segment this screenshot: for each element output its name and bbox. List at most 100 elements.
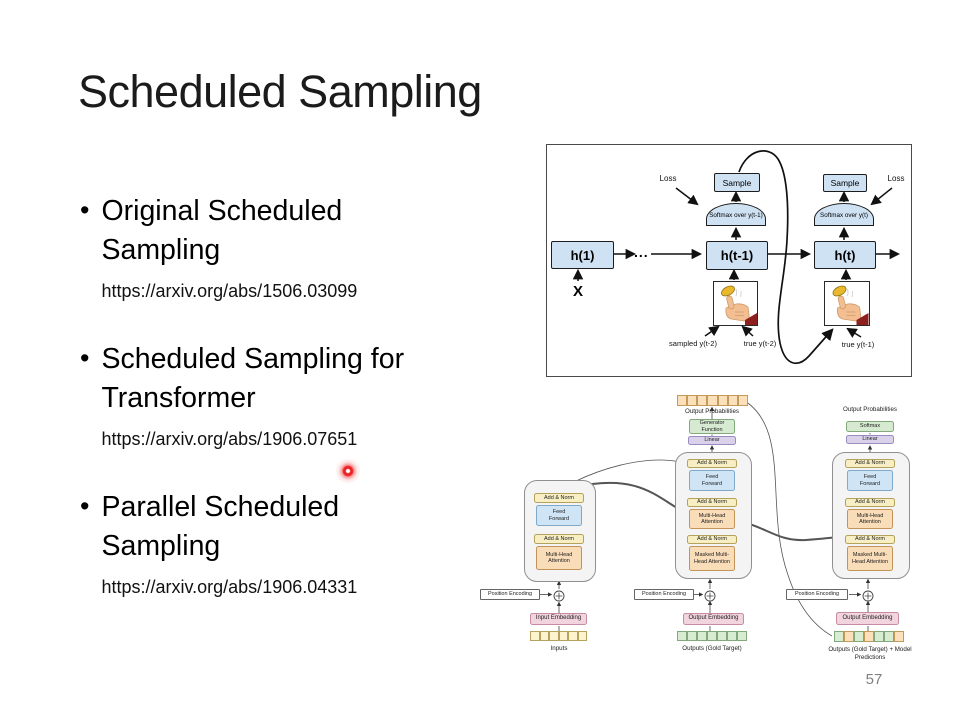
coin-flip-icon	[721, 285, 757, 325]
bullet-item-scheduled-sampling-for-transformer: • Scheduled Sampling for Transformer htt…	[80, 340, 500, 450]
rnn-sample-box: Sample	[823, 174, 867, 192]
token-cell	[539, 631, 549, 641]
coin-flip-box	[824, 281, 870, 326]
token-cell	[687, 395, 698, 406]
laser-pointer-dot	[334, 457, 362, 485]
input-embedding-box: Input Embedding	[530, 613, 587, 625]
token-cell	[737, 631, 747, 641]
token-cell	[864, 631, 874, 642]
token-cell	[854, 631, 864, 642]
rnn-loss-label: Loss	[887, 174, 905, 183]
multi-head-attention-block: Multi-Head Attention	[847, 509, 893, 529]
linear-block: Linear	[846, 435, 894, 444]
token-cell	[530, 631, 540, 641]
token-cell	[737, 395, 748, 406]
rnn-sample-box: Sample	[714, 173, 760, 192]
arxiv-link: https://arxiv.org/abs/1906.04331	[101, 576, 358, 597]
token-cell	[727, 631, 737, 641]
rnn-true-y-t1-label: true y(t-1)	[841, 340, 875, 349]
add-norm-block: Add & Norm	[687, 498, 737, 507]
inputs-token-row	[530, 631, 587, 641]
bullet-marker: •	[80, 343, 90, 373]
outputs-gold-label: Outputs (Gold Target)	[682, 645, 742, 652]
output-probabilities-row	[677, 395, 748, 406]
token-cell	[717, 395, 728, 406]
outputs-gold-model-label: Outputs (Gold Target) + Model Prediction…	[828, 646, 912, 661]
token-cell	[677, 395, 688, 406]
token-cell	[568, 631, 578, 641]
token-cell	[707, 395, 718, 406]
token-cell	[844, 631, 854, 642]
token-cell	[727, 395, 738, 406]
position-encoding-box: Position Encoding	[786, 589, 848, 600]
add-norm-block: Add & Norm	[845, 535, 895, 544]
output-embedding-box: Output Embedding	[836, 612, 899, 625]
page-number: 57	[865, 671, 883, 688]
bullet-item-parallel-scheduled-sampling: • Parallel Scheduled Sampling https://ar…	[80, 488, 500, 598]
position-encoding-box: Position Encoding	[480, 589, 540, 600]
outputs-gold-token-row	[677, 631, 747, 641]
output-probabilities-label: Output Probabilities	[685, 408, 739, 415]
plus-circle-icon	[704, 589, 716, 602]
output-embedding-box: Output Embedding	[683, 613, 744, 625]
rnn-node-ht: h(t)	[814, 241, 876, 269]
rnn-loss-label: Loss	[659, 174, 677, 183]
inputs-label: Inputs	[550, 645, 568, 652]
bullet-item-original-scheduled-sampling: • Original Scheduled Sampling https://ar…	[80, 192, 500, 302]
rnn-node-h1: h(1)	[551, 241, 614, 269]
coin-flip-box	[713, 281, 758, 326]
add-norm-block: Add & Norm	[534, 534, 584, 544]
rnn-softmax-t: Softmax over y(t)	[814, 203, 874, 226]
bullet-text: Scheduled Sampling for Transformer	[101, 343, 405, 415]
coin-flip-icon	[832, 285, 869, 325]
multi-head-attention-block: Multi-Head Attention	[689, 509, 735, 529]
transformer-scheduled-sampling-diagram: Add & Norm Feed Forward Add & Norm Multi…	[470, 390, 960, 690]
bullet-text: Original Scheduled Sampling	[101, 195, 343, 267]
token-cell	[697, 395, 708, 406]
masked-multi-head-attention-block: Masked Multi-Head Attention	[689, 546, 735, 571]
token-cell	[894, 631, 904, 642]
add-norm-block: Add & Norm	[687, 535, 737, 544]
add-norm-block: Add & Norm	[687, 459, 737, 468]
rnn-scheduled-sampling-diagram: h(1) X ... h(t-1) h(t) Sample Softmax ov…	[546, 144, 912, 377]
plus-circle-icon	[862, 589, 874, 602]
bullet-marker: •	[80, 195, 90, 225]
token-cell	[558, 631, 568, 641]
token-cell	[717, 631, 727, 641]
page-title: Scheduled Sampling	[78, 66, 482, 117]
add-norm-block: Add & Norm	[845, 498, 895, 507]
outputs-mixed-token-row	[834, 631, 904, 642]
rnn-ellipsis: ...	[634, 244, 649, 260]
arxiv-link: https://arxiv.org/abs/1506.03099	[101, 280, 358, 301]
add-norm-block: Add & Norm	[845, 459, 895, 468]
token-cell	[577, 631, 587, 641]
rnn-input-x: X	[572, 283, 583, 300]
token-cell	[677, 631, 687, 641]
token-cell	[884, 631, 894, 642]
arxiv-link: https://arxiv.org/abs/1906.07651	[101, 428, 358, 449]
bullet-text: Parallel Scheduled Sampling	[101, 491, 340, 563]
token-cell	[549, 631, 559, 641]
token-cell	[707, 631, 717, 641]
add-norm-block: Add & Norm	[534, 493, 584, 503]
token-cell	[697, 631, 707, 641]
output-probabilities-label: Output Probabilities	[843, 406, 897, 413]
feed-forward-block: Feed Forward	[689, 470, 735, 491]
rnn-sampled-y-label: sampled y(t-2)	[669, 339, 717, 348]
token-cell	[834, 631, 844, 642]
token-cell	[687, 631, 697, 641]
rnn-arrows	[572, 150, 901, 365]
feed-forward-block: Feed Forward	[536, 505, 582, 526]
position-encoding-box: Position Encoding	[634, 589, 694, 600]
generator-function-block: Generator Function	[689, 419, 735, 434]
token-cell	[874, 631, 884, 642]
plus-circle-icon	[553, 589, 565, 602]
linear-block: Linear	[688, 436, 736, 445]
rnn-softmax-t-minus-1: Softmax over y(t-1)	[706, 203, 766, 226]
masked-multi-head-attention-block: Masked Multi-Head Attention	[847, 546, 893, 571]
multi-head-attention-block: Multi-Head Attention	[536, 546, 582, 570]
bullet-marker: •	[80, 491, 90, 521]
rnn-node-ht-minus-1: h(t-1)	[706, 241, 768, 270]
softmax-block: Softmax	[846, 421, 894, 432]
